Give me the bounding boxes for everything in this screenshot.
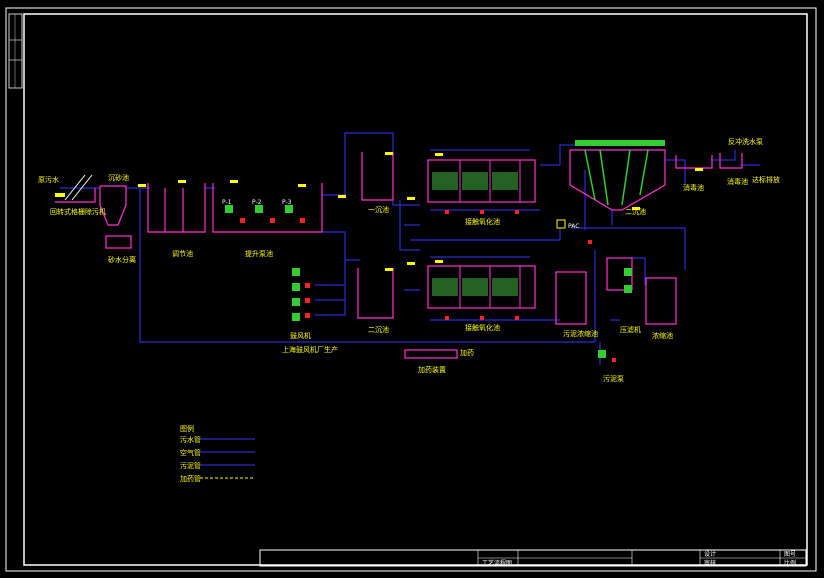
label-pump-p1: P-1 <box>222 199 232 206</box>
label-aeration-note: 上海鼓风机厂生产 <box>282 345 338 354</box>
label-disinfection: 消毒池 <box>727 177 748 186</box>
label-backwash-pump: 反冲洗水泵 <box>728 137 763 146</box>
margin-strip <box>8 13 23 89</box>
legend-item-1: 空气管 <box>180 448 201 457</box>
label-lift-pump-tank: 提升泵池 <box>245 249 273 258</box>
label-primary-clarifier: 一沉池 <box>368 205 389 214</box>
label-dosing-tank: 加药装置 <box>418 365 446 374</box>
equipment-tags <box>55 152 703 271</box>
label-pac: PAC <box>568 223 579 230</box>
label-dosing: 加药 <box>460 348 474 357</box>
pumps <box>225 205 632 358</box>
label-sand-pump: 砂水分离 <box>108 255 136 264</box>
title-label-c: 图号 <box>784 551 796 558</box>
title-block: 工艺流程图 设计 审核 图号 比例 <box>259 549 807 567</box>
label-bio-tank-1: 接触氧化池 <box>465 217 500 226</box>
label-outlet-pool: 消毒池 <box>683 183 704 192</box>
legend-title: 图例 <box>180 424 194 433</box>
outer-frame <box>5 7 817 572</box>
label-screen: 回转式格栅除污机 <box>50 207 106 216</box>
title-label-d: 比例 <box>784 559 796 567</box>
label-pump-p3: P-3 <box>282 199 292 206</box>
label-sludge-pump: 污泥泵 <box>603 375 624 383</box>
legend: 图例 污水管 空气管 污泥管 加药管 <box>180 424 255 483</box>
legend-item-3: 加药管 <box>180 474 201 483</box>
bio-partitions <box>459 160 521 308</box>
label-bio-tank-2: 接触氧化池 <box>465 323 500 332</box>
title-label-b: 审核 <box>704 559 716 567</box>
label-sludge-tank: 污泥浓缩池 <box>563 329 598 338</box>
valves <box>240 210 616 362</box>
title-drawing-name: 工艺流程图 <box>482 559 512 567</box>
water-pipes <box>60 132 760 365</box>
label-grit-tank: 沉砂池 <box>108 173 129 182</box>
label-discharge: 达标排放 <box>752 175 780 184</box>
title-label-a: 设计 <box>704 550 716 558</box>
inner-frame <box>23 13 808 566</box>
label-sludge-dewater: 压滤机 <box>620 325 641 334</box>
label-reg-tank: 调节池 <box>172 249 193 258</box>
tanks <box>55 149 743 359</box>
label-thickener: 浓缩池 <box>652 331 673 340</box>
bio-media <box>432 140 665 296</box>
legend-item-0: 污水管 <box>180 435 201 444</box>
label-raw-water: 原污水 <box>38 175 59 184</box>
label-secondary-clarifier: 二沉池 <box>368 325 389 334</box>
label-pump-p2: P-2 <box>252 199 262 206</box>
label-clarifier: 二沉池 <box>625 207 646 216</box>
label-blower: 鼓风机 <box>290 331 311 340</box>
labels: 原污水 回转式格栅除污机 沉砂池 砂水分离 调节池 提升泵池 P-1 P-2 P… <box>38 137 780 383</box>
legend-item-2: 污泥管 <box>180 461 201 470</box>
